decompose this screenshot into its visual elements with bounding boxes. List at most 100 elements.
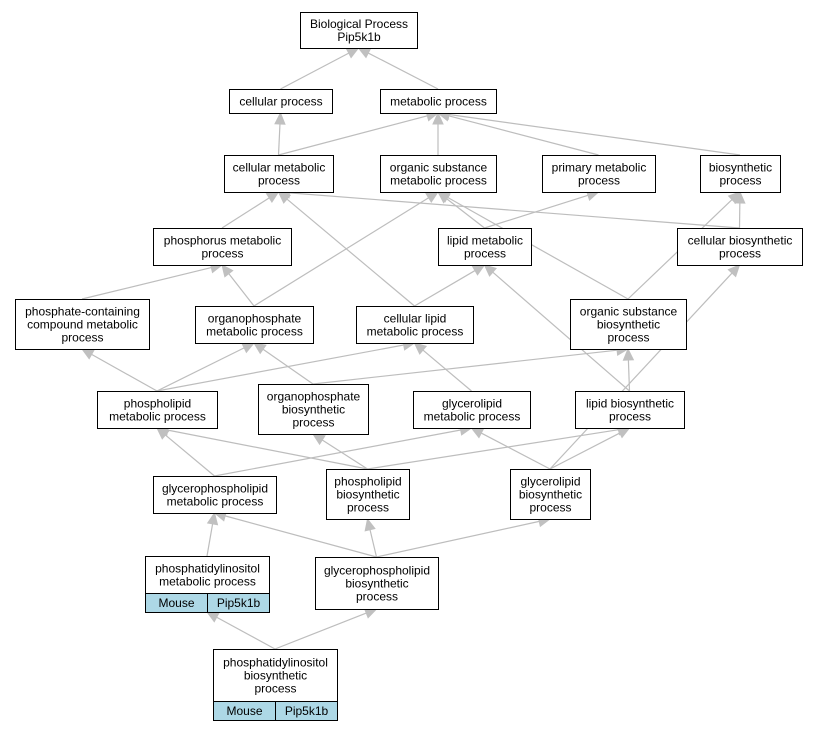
edge-primary-metabolic-process-to-metabolic-process: [436, 110, 599, 156]
arrowhead: [206, 511, 219, 526]
arrowhead: [253, 342, 267, 355]
arrowhead: [413, 342, 428, 355]
edge-line: [156, 344, 404, 392]
arrowhead: [471, 264, 486, 276]
node-box: [413, 391, 531, 429]
arrowhead: [80, 348, 95, 360]
edge-cellular-metabolic-process-to-metabolic-process: [278, 110, 440, 156]
node-box: [153, 476, 277, 514]
edge-line: [224, 515, 377, 558]
edge-phosphate-containing-compound-metabolic-process-to-phosphorus-metabolic-process: [81, 262, 224, 300]
edge-line: [81, 267, 212, 300]
edge-lipid-biosynthetic-process-to-organic-substance-biosynthetic-process: [622, 347, 635, 392]
node-label: process: [719, 174, 761, 188]
edge-metabolic-process-to-root: [357, 47, 439, 90]
species-label: Mouse: [226, 704, 262, 718]
edge-cellular-metabolic-process-to-cellular-process: [274, 111, 286, 156]
edge-organophosphate-biosynthetic-process-to-organophosphate-metabolic-process: [253, 342, 314, 385]
node-label: phosphate-containing: [25, 304, 140, 318]
node-label: biosynthetic: [282, 403, 345, 417]
node-label: organophosphate: [208, 311, 302, 325]
edge-organophosphate-biosynthetic-process-to-organic-substance-biosynthetic-process: [312, 344, 630, 385]
edge-phosphatidylinositol-biosynthetic-process-to-phosphatidylinositol-metabolic-process: [205, 611, 276, 650]
edge-line: [253, 197, 429, 307]
node-cellular-process[interactable]: cellular process: [229, 89, 333, 114]
edge-line: [214, 429, 461, 477]
edge-line: [414, 270, 476, 307]
node-box: [229, 89, 333, 114]
edge-line: [447, 196, 629, 300]
edge-line: [448, 115, 599, 156]
edge-cellular-lipid-metabolic-process-to-cellular-metabolic-process: [277, 191, 415, 307]
gene-cell: [207, 593, 270, 613]
edge-line: [549, 272, 733, 470]
node-label: lipid biosynthetic: [586, 396, 674, 410]
edge-line: [221, 197, 270, 229]
edge-line: [480, 432, 551, 470]
gene-cell: [275, 701, 338, 721]
node-box: [15, 299, 150, 350]
node-label: metabolic process: [390, 174, 487, 188]
node-label: metabolic process: [109, 410, 206, 424]
node-label: process: [258, 174, 300, 188]
edge-line: [277, 123, 281, 156]
node-box: [258, 384, 369, 435]
node-box: [510, 469, 591, 520]
node-label: process: [607, 331, 649, 345]
arrowhead: [622, 347, 635, 361]
node-label: lipid metabolic: [447, 233, 523, 247]
node-box: [224, 155, 334, 193]
arrowhead: [425, 191, 440, 203]
arrowhead: [727, 191, 741, 205]
edge-line: [278, 115, 428, 156]
node-label: process: [578, 174, 620, 188]
node-metabolic-process[interactable]: metabolic process: [380, 89, 497, 114]
gene-label: Pip5k1b: [285, 704, 329, 718]
node-box: [300, 12, 418, 49]
edge-cellular-lipid-metabolic-process-to-lipid-metabolic-process: [414, 264, 486, 307]
node-label: process: [201, 247, 243, 261]
node-label: biosynthetic: [336, 488, 399, 502]
edge-line: [167, 429, 368, 470]
node-phosphatidylinositol-biosynthetic-process[interactable]: phosphatidylinositolbiosyntheticprocessM…: [213, 649, 338, 721]
arrowhead: [311, 433, 326, 446]
edge-glycerophospholipid-biosynthetic-process-to-glycerolipid-biosynthetic-process: [376, 515, 552, 558]
edge-line: [312, 349, 618, 385]
edge-line: [206, 523, 214, 557]
arrowhead: [364, 517, 376, 532]
node-box: [153, 228, 292, 266]
node-box: [700, 155, 781, 193]
node-label: metabolic process: [390, 95, 487, 109]
arrowhead: [345, 47, 360, 59]
edge-glycerophospholipid-metabolic-process-to-phospholipid-metabolic-process: [156, 427, 215, 477]
arrowhead: [221, 264, 234, 278]
edge-phosphatidylinositol-biosynthetic-process-to-glycerophospholipid-biosynthetic-process: [274, 607, 378, 650]
edge-line: [165, 434, 215, 477]
edge-glycerophospholipid-biosynthetic-process-to-phospholipid-biosynthetic-process: [364, 517, 378, 558]
arrowhead: [616, 427, 631, 439]
edge-glycerolipid-biosynthetic-process-to-cellular-biosynthetic-process: [549, 264, 741, 470]
arrowhead: [241, 342, 256, 354]
